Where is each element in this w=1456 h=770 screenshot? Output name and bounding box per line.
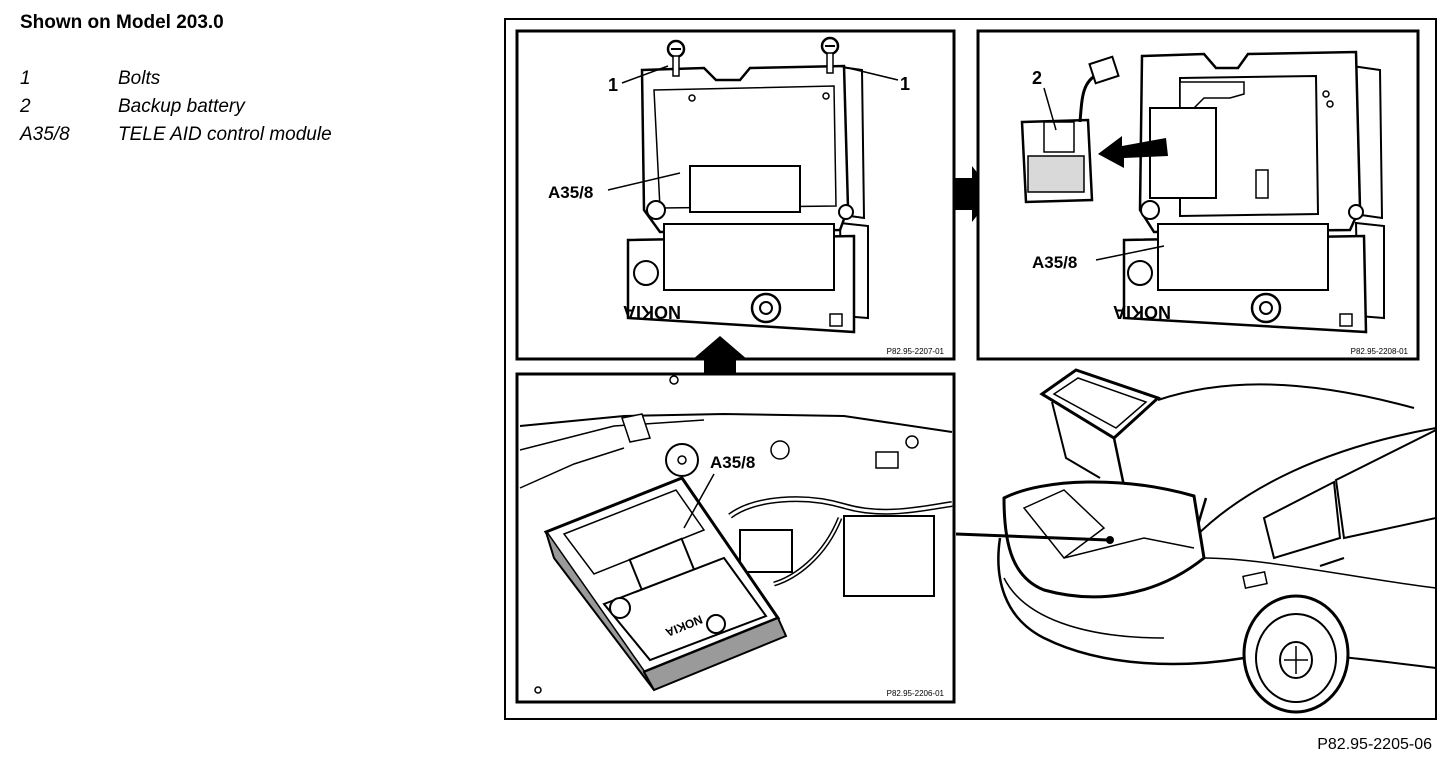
callout-bolt-right: 1 — [900, 74, 910, 94]
rear-window — [1334, 428, 1437, 540]
rear-wheel — [1242, 594, 1350, 714]
brand-label: NOKIA — [623, 302, 681, 322]
callout-bolt-left: 1 — [608, 75, 618, 95]
arrow-up — [692, 336, 748, 374]
trunk-lid — [1039, 368, 1161, 440]
control-module: NOKIA — [543, 476, 788, 692]
panel-code: P82.95-2207-01 — [887, 347, 945, 356]
legend-code: 1 — [20, 68, 31, 89]
callout-battery: 2 — [1032, 68, 1042, 88]
arrow-left — [1098, 136, 1168, 168]
legend-code: 2 — [20, 96, 31, 117]
battery-plug — [1088, 55, 1120, 85]
panel-trunk-location: NOKIA A35/8 P82.95-2206-01 — [515, 372, 956, 704]
page-title: Shown on Model 203.0 — [20, 12, 224, 33]
legend-code: A35/8 — [20, 124, 70, 145]
panel-module-bolts: 1 1 A35/8 NOKIA P82.95-2207-01 — [515, 29, 956, 361]
connector — [739, 529, 793, 573]
figure-reference: P82.95-2205-06 — [1317, 736, 1432, 753]
panel-code: P82.95-2206-01 — [887, 689, 945, 698]
installation-figure: 1 1 A35/8 NOKIA P82.95-2207-01 — [504, 18, 1437, 720]
callout-module: A35/8 — [548, 183, 593, 202]
module-label-plate — [689, 165, 801, 213]
figure-illustration: 1 1 A35/8 NOKIA P82.95-2207-01 — [504, 18, 1437, 720]
bolt-left — [666, 39, 686, 77]
bolt-right — [820, 36, 840, 74]
legend-label: Bolts — [118, 68, 161, 89]
legend-label: Backup battery — [118, 96, 245, 117]
brand-label: NOKIA — [1113, 302, 1171, 322]
vehicle-overview — [955, 368, 1437, 714]
legend-label: TELE AID control module — [118, 124, 332, 145]
panel-code: P82.95-2208-01 — [1351, 347, 1409, 356]
backup-battery — [1020, 55, 1120, 204]
location-pointer — [955, 532, 1109, 542]
callout-module: A35/8 — [710, 453, 755, 472]
arrow-right — [954, 166, 994, 222]
callout-module: A35/8 — [1032, 253, 1077, 272]
panel-backup-battery: 2 A35/8 NOKIA P82.95-2208-01 — [976, 29, 1420, 361]
